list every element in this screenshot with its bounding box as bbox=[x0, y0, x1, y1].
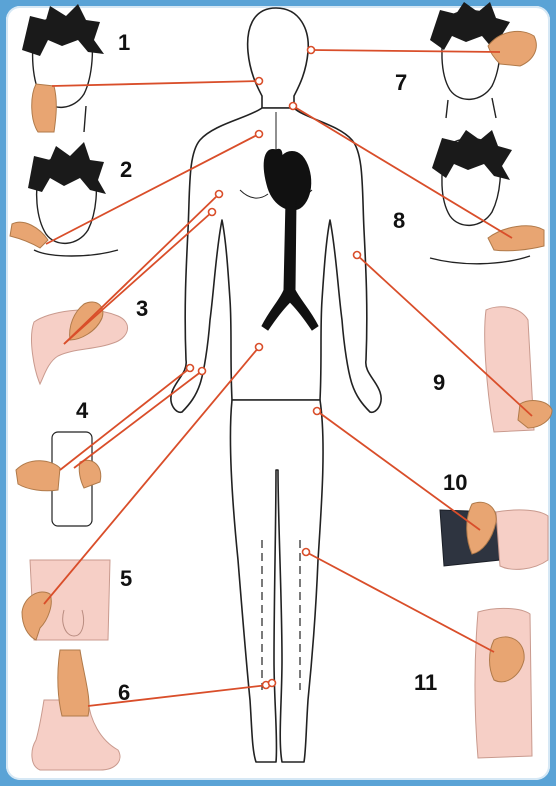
line-4b bbox=[74, 371, 202, 468]
marker-carotid-right bbox=[290, 103, 297, 110]
marker-dorsalis-pedis-b bbox=[269, 680, 276, 687]
label-1: 1 bbox=[118, 30, 130, 56]
body-legs bbox=[230, 400, 323, 762]
thumb-6-foot bbox=[32, 650, 120, 770]
marker-popliteal bbox=[303, 549, 310, 556]
marker-temporal-right bbox=[308, 47, 315, 54]
thumb-4-wrist bbox=[16, 432, 101, 526]
line-6 bbox=[88, 685, 268, 706]
label-10: 10 bbox=[443, 470, 467, 496]
marker-brachial-right bbox=[354, 252, 361, 259]
marker-femoral-right bbox=[314, 408, 321, 415]
thumb-9-arm bbox=[485, 307, 552, 432]
thumb-2-face bbox=[10, 142, 118, 256]
thumb-5-groin bbox=[22, 560, 110, 640]
label-2: 2 bbox=[120, 157, 132, 183]
marker-femoral-left bbox=[256, 344, 263, 351]
marker-carotid-left bbox=[256, 131, 263, 138]
marker-radial bbox=[187, 365, 194, 372]
thumb-8-face bbox=[430, 130, 544, 264]
thumb-3-arm bbox=[32, 302, 128, 384]
thumb-1-face bbox=[22, 4, 104, 132]
label-3: 3 bbox=[136, 296, 148, 322]
label-8: 8 bbox=[393, 208, 405, 234]
label-6: 6 bbox=[118, 680, 130, 706]
marker-brachial-b bbox=[209, 209, 216, 216]
marker-brachial-a bbox=[216, 191, 223, 198]
line-11 bbox=[306, 552, 494, 652]
label-4: 4 bbox=[76, 398, 88, 424]
thumb-11-knee bbox=[475, 608, 532, 758]
human-body-figure bbox=[171, 8, 381, 762]
thumb-7-face bbox=[430, 2, 536, 118]
label-11: 11 bbox=[414, 670, 437, 696]
label-7: 7 bbox=[395, 70, 407, 96]
body-head bbox=[248, 8, 309, 108]
marker-temporal-left bbox=[256, 78, 263, 85]
marker-ulnar bbox=[199, 368, 206, 375]
label-5: 5 bbox=[120, 566, 132, 592]
label-9: 9 bbox=[433, 370, 445, 396]
